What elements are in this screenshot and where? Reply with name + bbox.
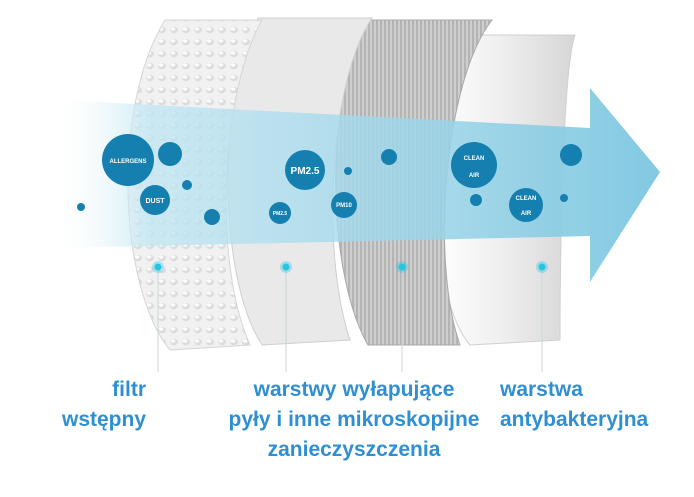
- label-clean-air-2a: CLEAN: [516, 196, 537, 202]
- particle-dot: [560, 194, 568, 202]
- label-pm25-large: PM2.5: [291, 166, 320, 177]
- caption-antibacterial: warstwa antybakteryjna: [500, 375, 690, 435]
- particles: [77, 134, 582, 225]
- caption-prefilter-line1: filtr: [112, 378, 146, 401]
- particle-pm25-small: [269, 202, 291, 224]
- particle-dot: [470, 194, 482, 206]
- particle-dust: [140, 185, 170, 215]
- particle-labels: ALLERGENS DUST PM2.5 PM2.5 PM10 CLEAN AI…: [109, 156, 536, 217]
- particle-dot: [182, 180, 192, 190]
- caption-capture-layers: warstwy wyłapujące pyły i inne mikroskop…: [222, 375, 486, 465]
- particle-pm10: [331, 192, 357, 218]
- caption-prefilter-line2: wstępny: [62, 408, 147, 431]
- particle-dot: [560, 144, 582, 166]
- label-allergens: ALLERGENS: [109, 159, 146, 165]
- particle-clean-air-1: [451, 142, 497, 188]
- particle-dot: [381, 149, 397, 165]
- callouts: [157, 267, 543, 372]
- particle-dot: [204, 209, 220, 225]
- label-clean-air-1a: CLEAN: [464, 156, 485, 162]
- particle-dot: [77, 203, 85, 211]
- label-pm10: PM10: [336, 203, 352, 209]
- caption-capture-line1: warstwy wyłapujące: [253, 378, 455, 401]
- caption-capture-line2: pyły i inne mikroskopijne: [228, 408, 480, 431]
- label-clean-air-2b: AIR: [521, 211, 532, 217]
- particle-dot: [158, 142, 182, 166]
- caption-prefilter: filtr wstępny: [62, 375, 146, 435]
- label-dust: DUST: [145, 198, 165, 205]
- caption-antibacterial-line2: antybakteryjna: [500, 408, 649, 431]
- airflow-arrow: [58, 88, 660, 282]
- particle-clean-air-2: [509, 188, 543, 222]
- particle-pm25-large: [285, 150, 325, 190]
- caption-capture-line3: zanieczyszczenia: [267, 438, 441, 461]
- particle-dot: [344, 167, 352, 175]
- callout-markers: [152, 261, 548, 273]
- particle-allergens: [102, 134, 154, 186]
- label-clean-air-1b: AIR: [469, 173, 480, 179]
- caption-antibacterial-line1: warstwa: [500, 378, 583, 401]
- label-pm25-small: PM2.5: [273, 211, 288, 217]
